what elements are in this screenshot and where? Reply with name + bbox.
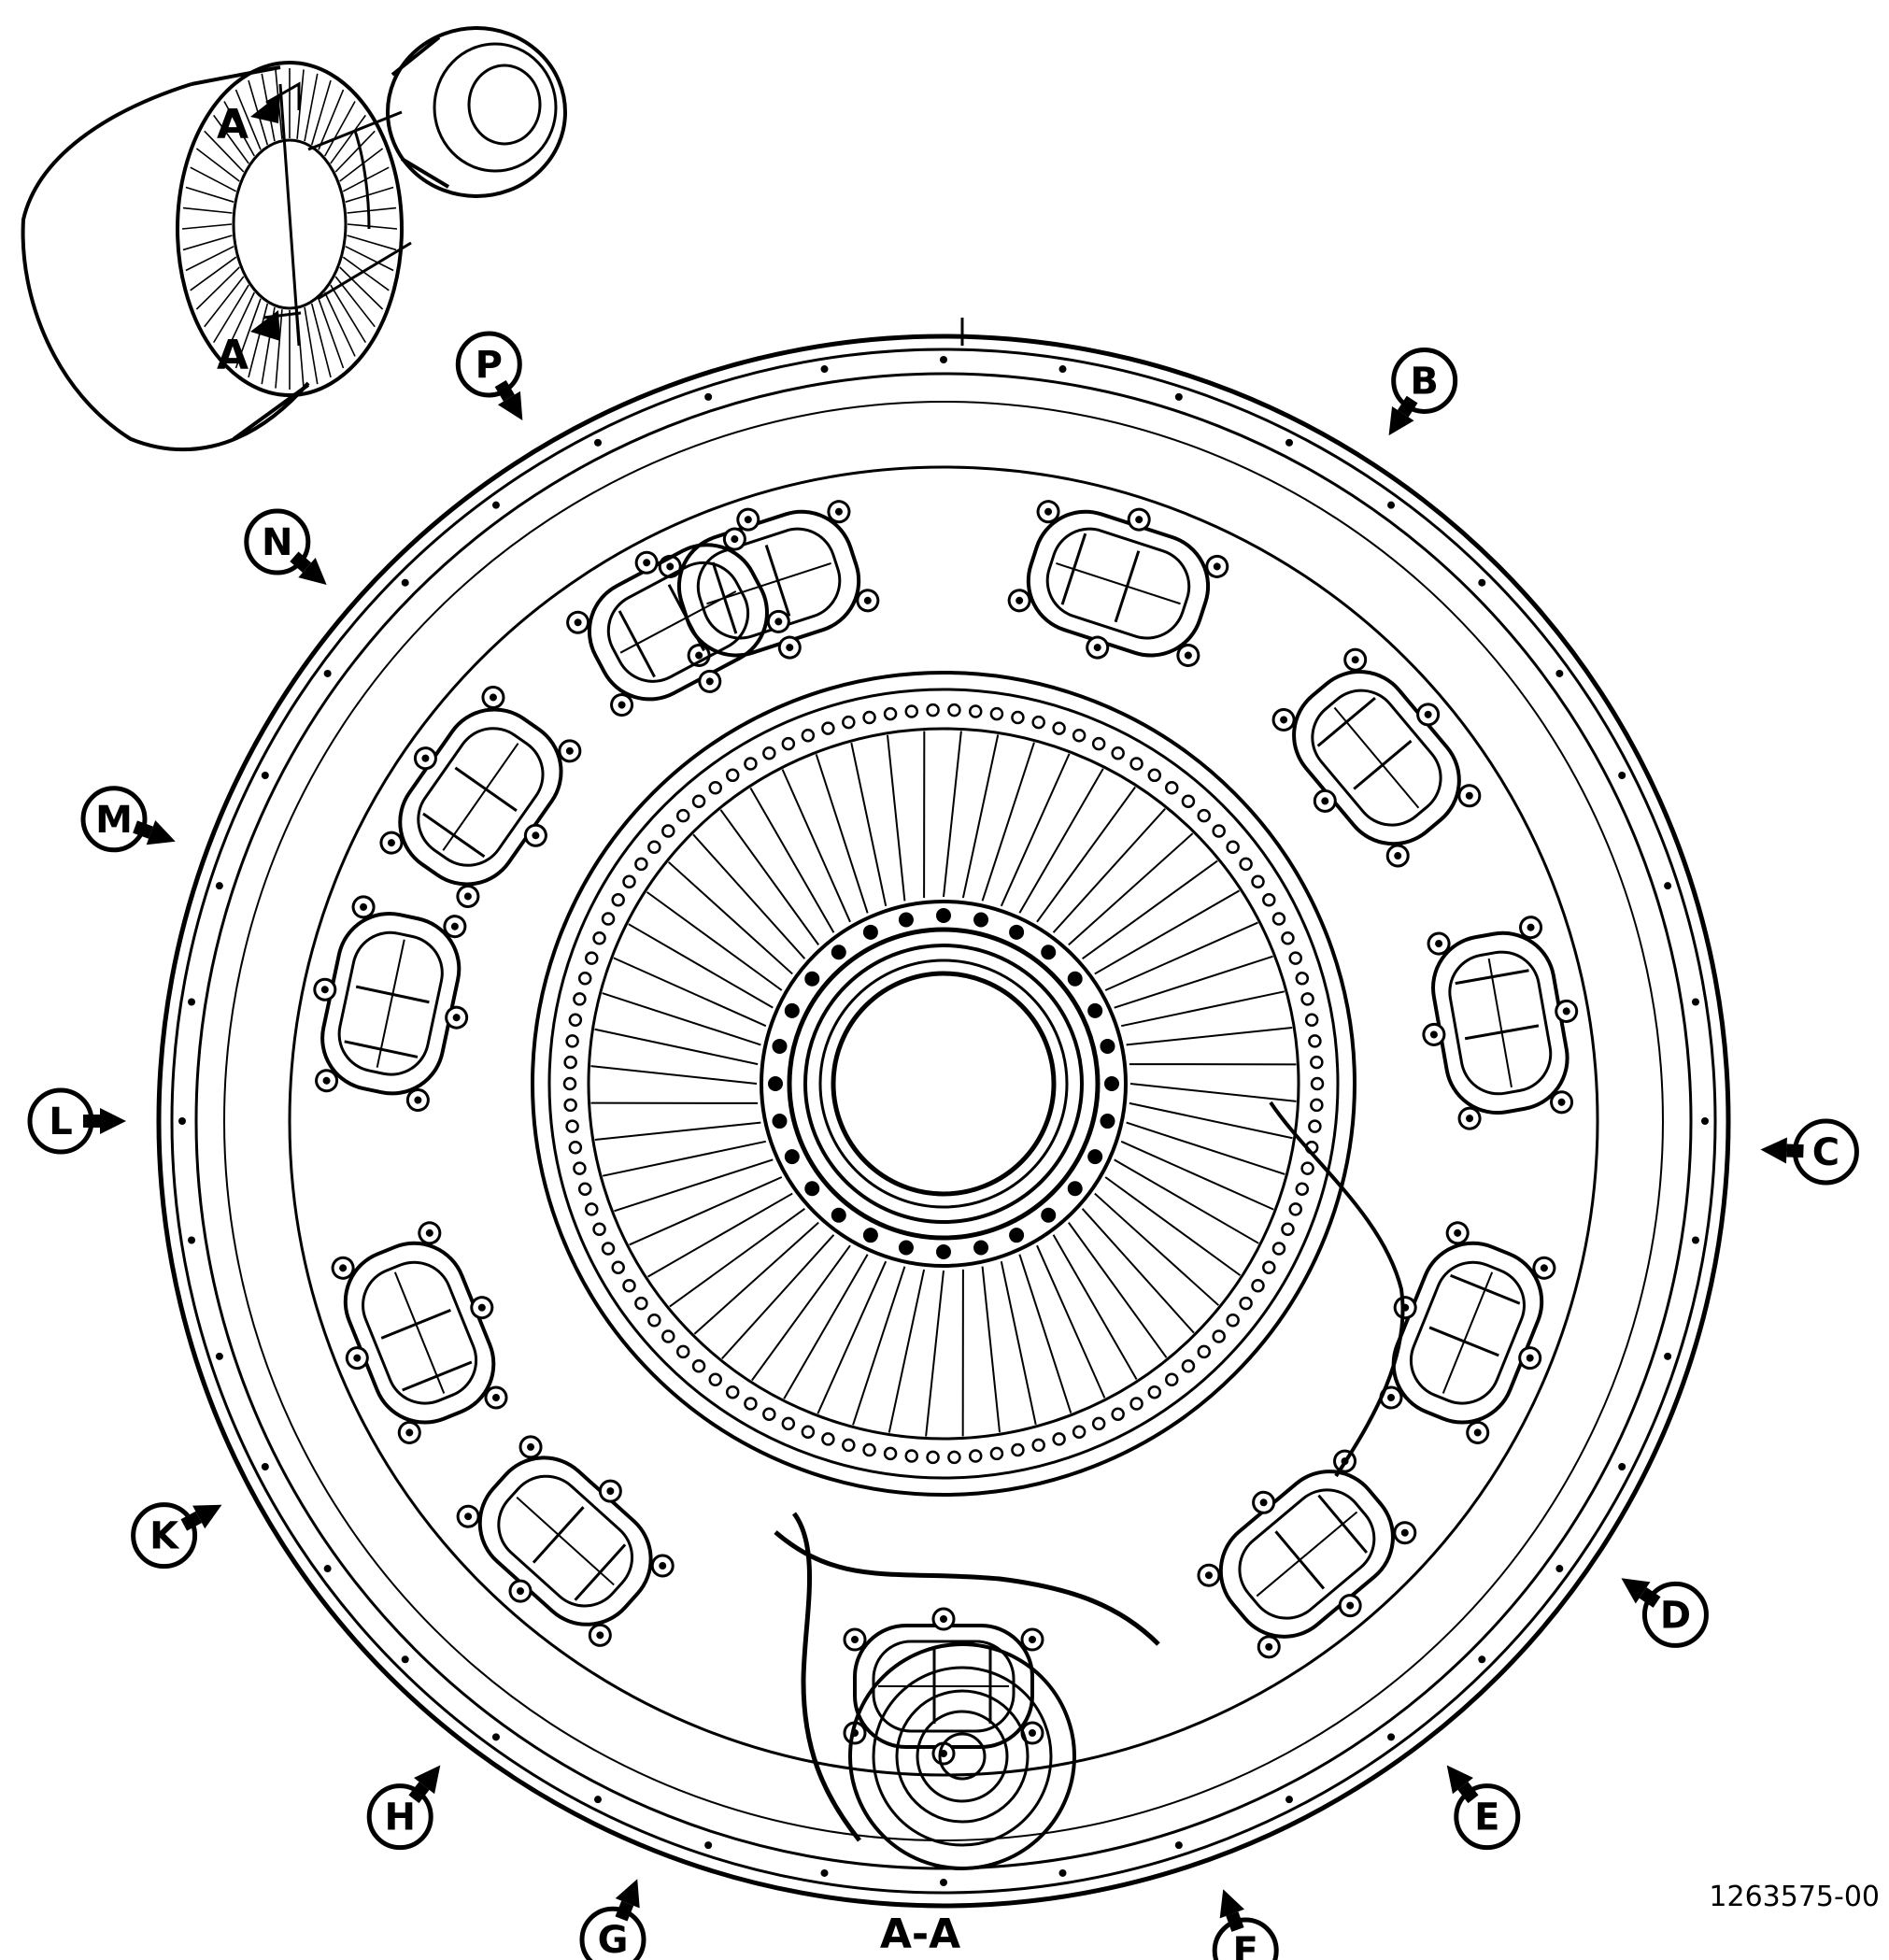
mount-pad: [566, 527, 790, 717]
callout-letter: F: [1233, 1930, 1258, 1960]
mount-pad: [379, 685, 582, 908]
view-callout: N: [244, 508, 327, 585]
callout-letter: N: [262, 521, 292, 564]
view-callout: C: [1760, 1118, 1859, 1186]
view-callout: E: [1446, 1765, 1521, 1851]
callout-letter: C: [1812, 1131, 1839, 1174]
view-arrow: [414, 1765, 441, 1795]
section-title: A-A: [880, 1910, 960, 1958]
mount-pad: [1271, 647, 1482, 868]
mount-pad: [331, 1221, 508, 1444]
callout-letter: H: [384, 1797, 415, 1839]
view-callout: B: [1388, 347, 1458, 436]
mount-pad: [313, 895, 469, 1113]
callout-letter: K: [149, 1515, 180, 1558]
cut-marker-top: A: [217, 101, 249, 149]
mount-pad: [456, 1435, 675, 1647]
mount-pad: [843, 1607, 1044, 1766]
view-callout: G: [579, 1879, 646, 1960]
callout-letter: B: [1410, 360, 1439, 403]
mount-pad: [1379, 1221, 1556, 1444]
view-arrow: [1219, 1889, 1244, 1919]
view-arrow: [615, 1879, 640, 1909]
view-callout: M: [80, 786, 176, 853]
mount-pad: [1197, 1449, 1417, 1659]
callout-letter: G: [598, 1919, 629, 1960]
view-callout: P: [455, 331, 523, 420]
callout-letter: M: [95, 799, 133, 842]
view-callout: H: [366, 1765, 441, 1851]
callout-letter: D: [1660, 1594, 1691, 1637]
mount-pad: [658, 500, 880, 668]
section-view-aa: [156, 318, 1731, 1909]
cut-marker-bottom: A: [217, 332, 249, 379]
view-arrow: [1388, 406, 1414, 436]
view-arrow: [298, 558, 327, 585]
view-callout: D: [1621, 1578, 1709, 1648]
view-arrow: [100, 1108, 126, 1134]
view-arrow: [192, 1504, 222, 1529]
view-callout: K: [131, 1502, 222, 1569]
view-callout: L: [27, 1087, 126, 1155]
callout-letter: L: [49, 1101, 73, 1143]
view-arrow: [1621, 1578, 1651, 1604]
view-callout: F: [1212, 1889, 1279, 1960]
callout-letter: E: [1474, 1797, 1499, 1839]
mount-pad: [1007, 500, 1229, 668]
view-arrow: [1446, 1765, 1473, 1795]
mount-pad: [1422, 916, 1579, 1130]
engine-isometric-key: [21, 26, 567, 452]
figure-number: 1263575-00: [1709, 1881, 1880, 1913]
view-arrow: [1760, 1137, 1787, 1164]
callout-letter: P: [476, 344, 503, 387]
view-arrow: [146, 820, 176, 845]
view-arrow: [497, 391, 523, 420]
